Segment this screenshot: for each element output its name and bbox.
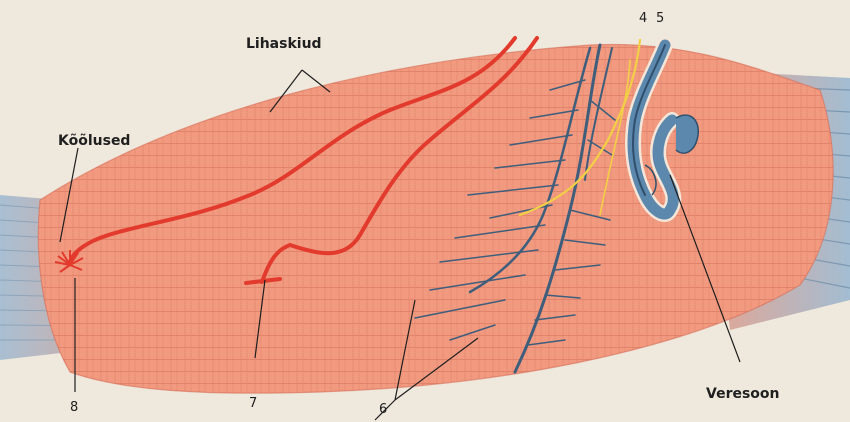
label-koolused: Kõõlused bbox=[58, 133, 130, 149]
label-number-5: 5 bbox=[656, 11, 664, 26]
label-veresoon: Veresoon bbox=[706, 386, 780, 402]
label-lihaskiud: Lihaskiud bbox=[246, 36, 322, 52]
label-number-6: 6 bbox=[379, 402, 387, 417]
label-number-8: 8 bbox=[70, 400, 78, 415]
label-number-4: 4 bbox=[639, 11, 647, 26]
label-number-7: 7 bbox=[249, 396, 257, 411]
